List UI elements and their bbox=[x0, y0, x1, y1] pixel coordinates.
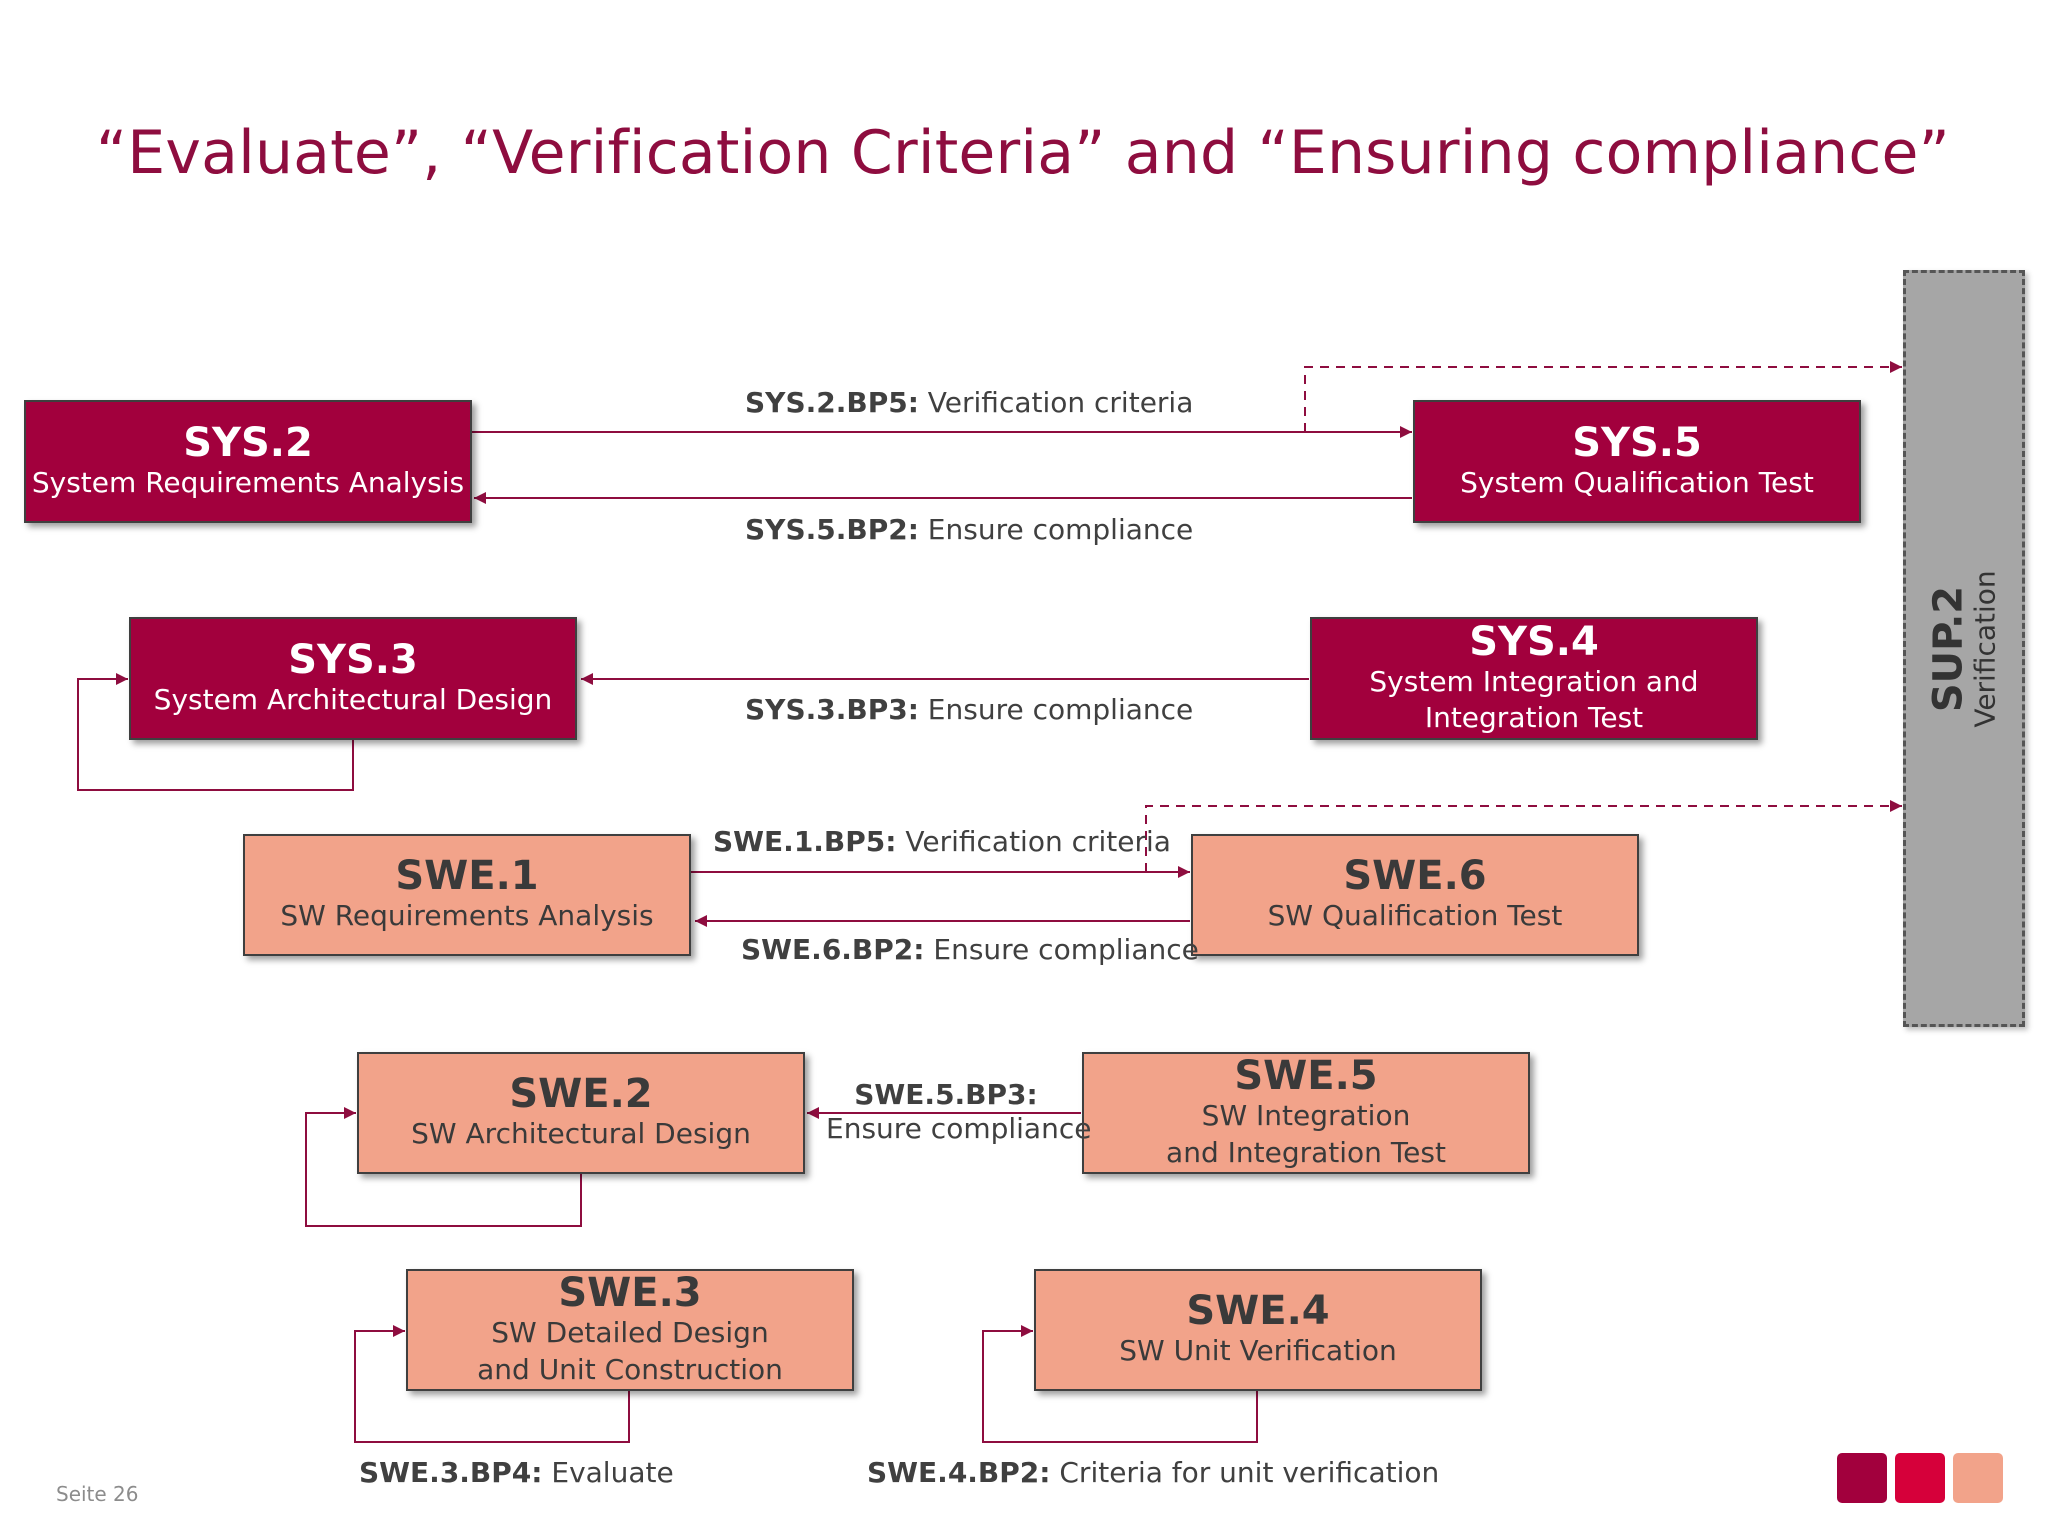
corner-square-red bbox=[1895, 1453, 1945, 1503]
label-swe5-bp3: SWE.5.BP3:Ensure compliance bbox=[826, 1078, 1092, 1145]
label-sys2-bp5-id: SYS.2.BP5: bbox=[745, 386, 919, 419]
label-sys3-bp3: SYS.3.BP3: Ensure compliance bbox=[745, 693, 1193, 727]
swe3-code: SWE.3 bbox=[558, 1270, 702, 1317]
label-swe4-bp2-text: Criteria for unit verification bbox=[1050, 1456, 1440, 1489]
label-sys5-bp2: SYS.5.BP2: Ensure compliance bbox=[745, 513, 1193, 547]
label-sys2-bp5: SYS.2.BP5: Verification criteria bbox=[745, 386, 1193, 420]
swe4-name: SW Unit Verification bbox=[1119, 1334, 1397, 1368]
box-sys2: SYS.2 System Requirements Analysis bbox=[24, 400, 472, 523]
loop-swe4 bbox=[982, 1325, 1258, 1443]
box-swe1: SWE.1 SW Requirements Analysis bbox=[243, 834, 691, 956]
label-swe3-bp4-id: SWE.3.BP4: bbox=[359, 1456, 543, 1489]
sys2-name: System Requirements Analysis bbox=[31, 465, 465, 499]
loop-swe3 bbox=[354, 1325, 630, 1443]
corner-square-dark bbox=[1837, 1453, 1887, 1503]
sys2-code: SYS.2 bbox=[183, 419, 313, 466]
label-swe6-bp2-id: SWE.6.BP2: bbox=[741, 933, 925, 966]
box-sys5: SYS.5 System Qualification Test bbox=[1413, 400, 1861, 523]
corner-square-salmon bbox=[1953, 1453, 2003, 1503]
label-sys5-bp2-text: Ensure compliance bbox=[918, 513, 1194, 546]
dashed-sys-to-sup2 bbox=[1304, 361, 1902, 432]
page-number: Seite 26 bbox=[56, 1482, 139, 1506]
swe6-name: SW Qualification Test bbox=[1267, 899, 1563, 933]
label-sys5-bp2-id: SYS.5.BP2: bbox=[745, 513, 919, 546]
swe3-name: SW Detailed Design and Unit Construction bbox=[477, 1316, 783, 1386]
sup2-name: Verification bbox=[1968, 569, 2002, 728]
label-swe6-bp2-text: Ensure compliance bbox=[924, 933, 1199, 966]
sys3-name: System Architectural Design bbox=[153, 682, 553, 716]
box-sup2: SUP.2 Verification bbox=[1903, 270, 2025, 1027]
label-swe5-bp3-id: SWE.5.BP3: bbox=[854, 1078, 1038, 1111]
dashed-swe-to-sup2 bbox=[1145, 800, 1902, 872]
swe2-name: SW Architectural Design bbox=[411, 1117, 751, 1151]
sys3-code: SYS.3 bbox=[288, 636, 418, 683]
label-swe6-bp2: SWE.6.BP2: Ensure compliance bbox=[741, 933, 1199, 967]
label-swe4-bp2-id: SWE.4.BP2: bbox=[867, 1456, 1051, 1489]
sys4-name: System Integration and Integration Test bbox=[1369, 664, 1699, 735]
box-swe5: SWE.5 SW Integration and Integration Tes… bbox=[1082, 1052, 1530, 1174]
swe1-name: SW Requirements Analysis bbox=[280, 899, 654, 933]
swe1-code: SWE.1 bbox=[395, 853, 539, 900]
label-swe3-bp4-text: Evaluate bbox=[542, 1456, 674, 1489]
sys5-code: SYS.5 bbox=[1572, 419, 1702, 466]
sys4-code: SYS.4 bbox=[1469, 618, 1599, 665]
sys5-name: System Qualification Test bbox=[1460, 465, 1814, 499]
swe5-name: SW Integration and Integration Test bbox=[1166, 1099, 1446, 1169]
sup2-code: SUP.2 bbox=[1925, 585, 1972, 712]
slide-title: “Evaluate”, “Verification Criteria” and … bbox=[96, 118, 1950, 188]
box-sys4: SYS.4 System Integration and Integration… bbox=[1310, 617, 1758, 740]
label-sys3-bp3-id: SYS.3.BP3: bbox=[745, 693, 919, 726]
label-swe3-bp4: SWE.3.BP4: Evaluate bbox=[359, 1456, 674, 1490]
box-swe3: SWE.3 SW Detailed Design and Unit Constr… bbox=[406, 1269, 854, 1391]
box-swe4: SWE.4 SW Unit Verification bbox=[1034, 1269, 1482, 1391]
sup2-text: SUP.2 Verification bbox=[1925, 569, 2002, 728]
box-swe2: SWE.2 SW Architectural Design bbox=[357, 1052, 805, 1174]
swe6-code: SWE.6 bbox=[1343, 853, 1487, 900]
label-swe1-bp5: SWE.1.BP5: Verification criteria bbox=[713, 825, 1171, 859]
label-swe1-bp5-text: Verification criteria bbox=[896, 825, 1171, 858]
swe2-code: SWE.2 bbox=[509, 1071, 653, 1118]
loop-swe2 bbox=[305, 1107, 582, 1227]
label-swe4-bp2: SWE.4.BP2: Criteria for unit verificatio… bbox=[867, 1456, 1439, 1490]
box-sys3: SYS.3 System Architectural Design bbox=[129, 617, 577, 740]
loop-sys3 bbox=[77, 673, 354, 791]
box-swe6: SWE.6 SW Qualification Test bbox=[1191, 834, 1639, 956]
swe5-code: SWE.5 bbox=[1234, 1053, 1378, 1100]
label-swe1-bp5-id: SWE.1.BP5: bbox=[713, 825, 897, 858]
label-swe5-bp3-text: Ensure compliance bbox=[826, 1111, 1092, 1145]
label-sys2-bp5-text: Verification criteria bbox=[918, 386, 1194, 419]
swe4-code: SWE.4 bbox=[1186, 1288, 1330, 1335]
label-sys3-bp3-text: Ensure compliance bbox=[918, 693, 1194, 726]
